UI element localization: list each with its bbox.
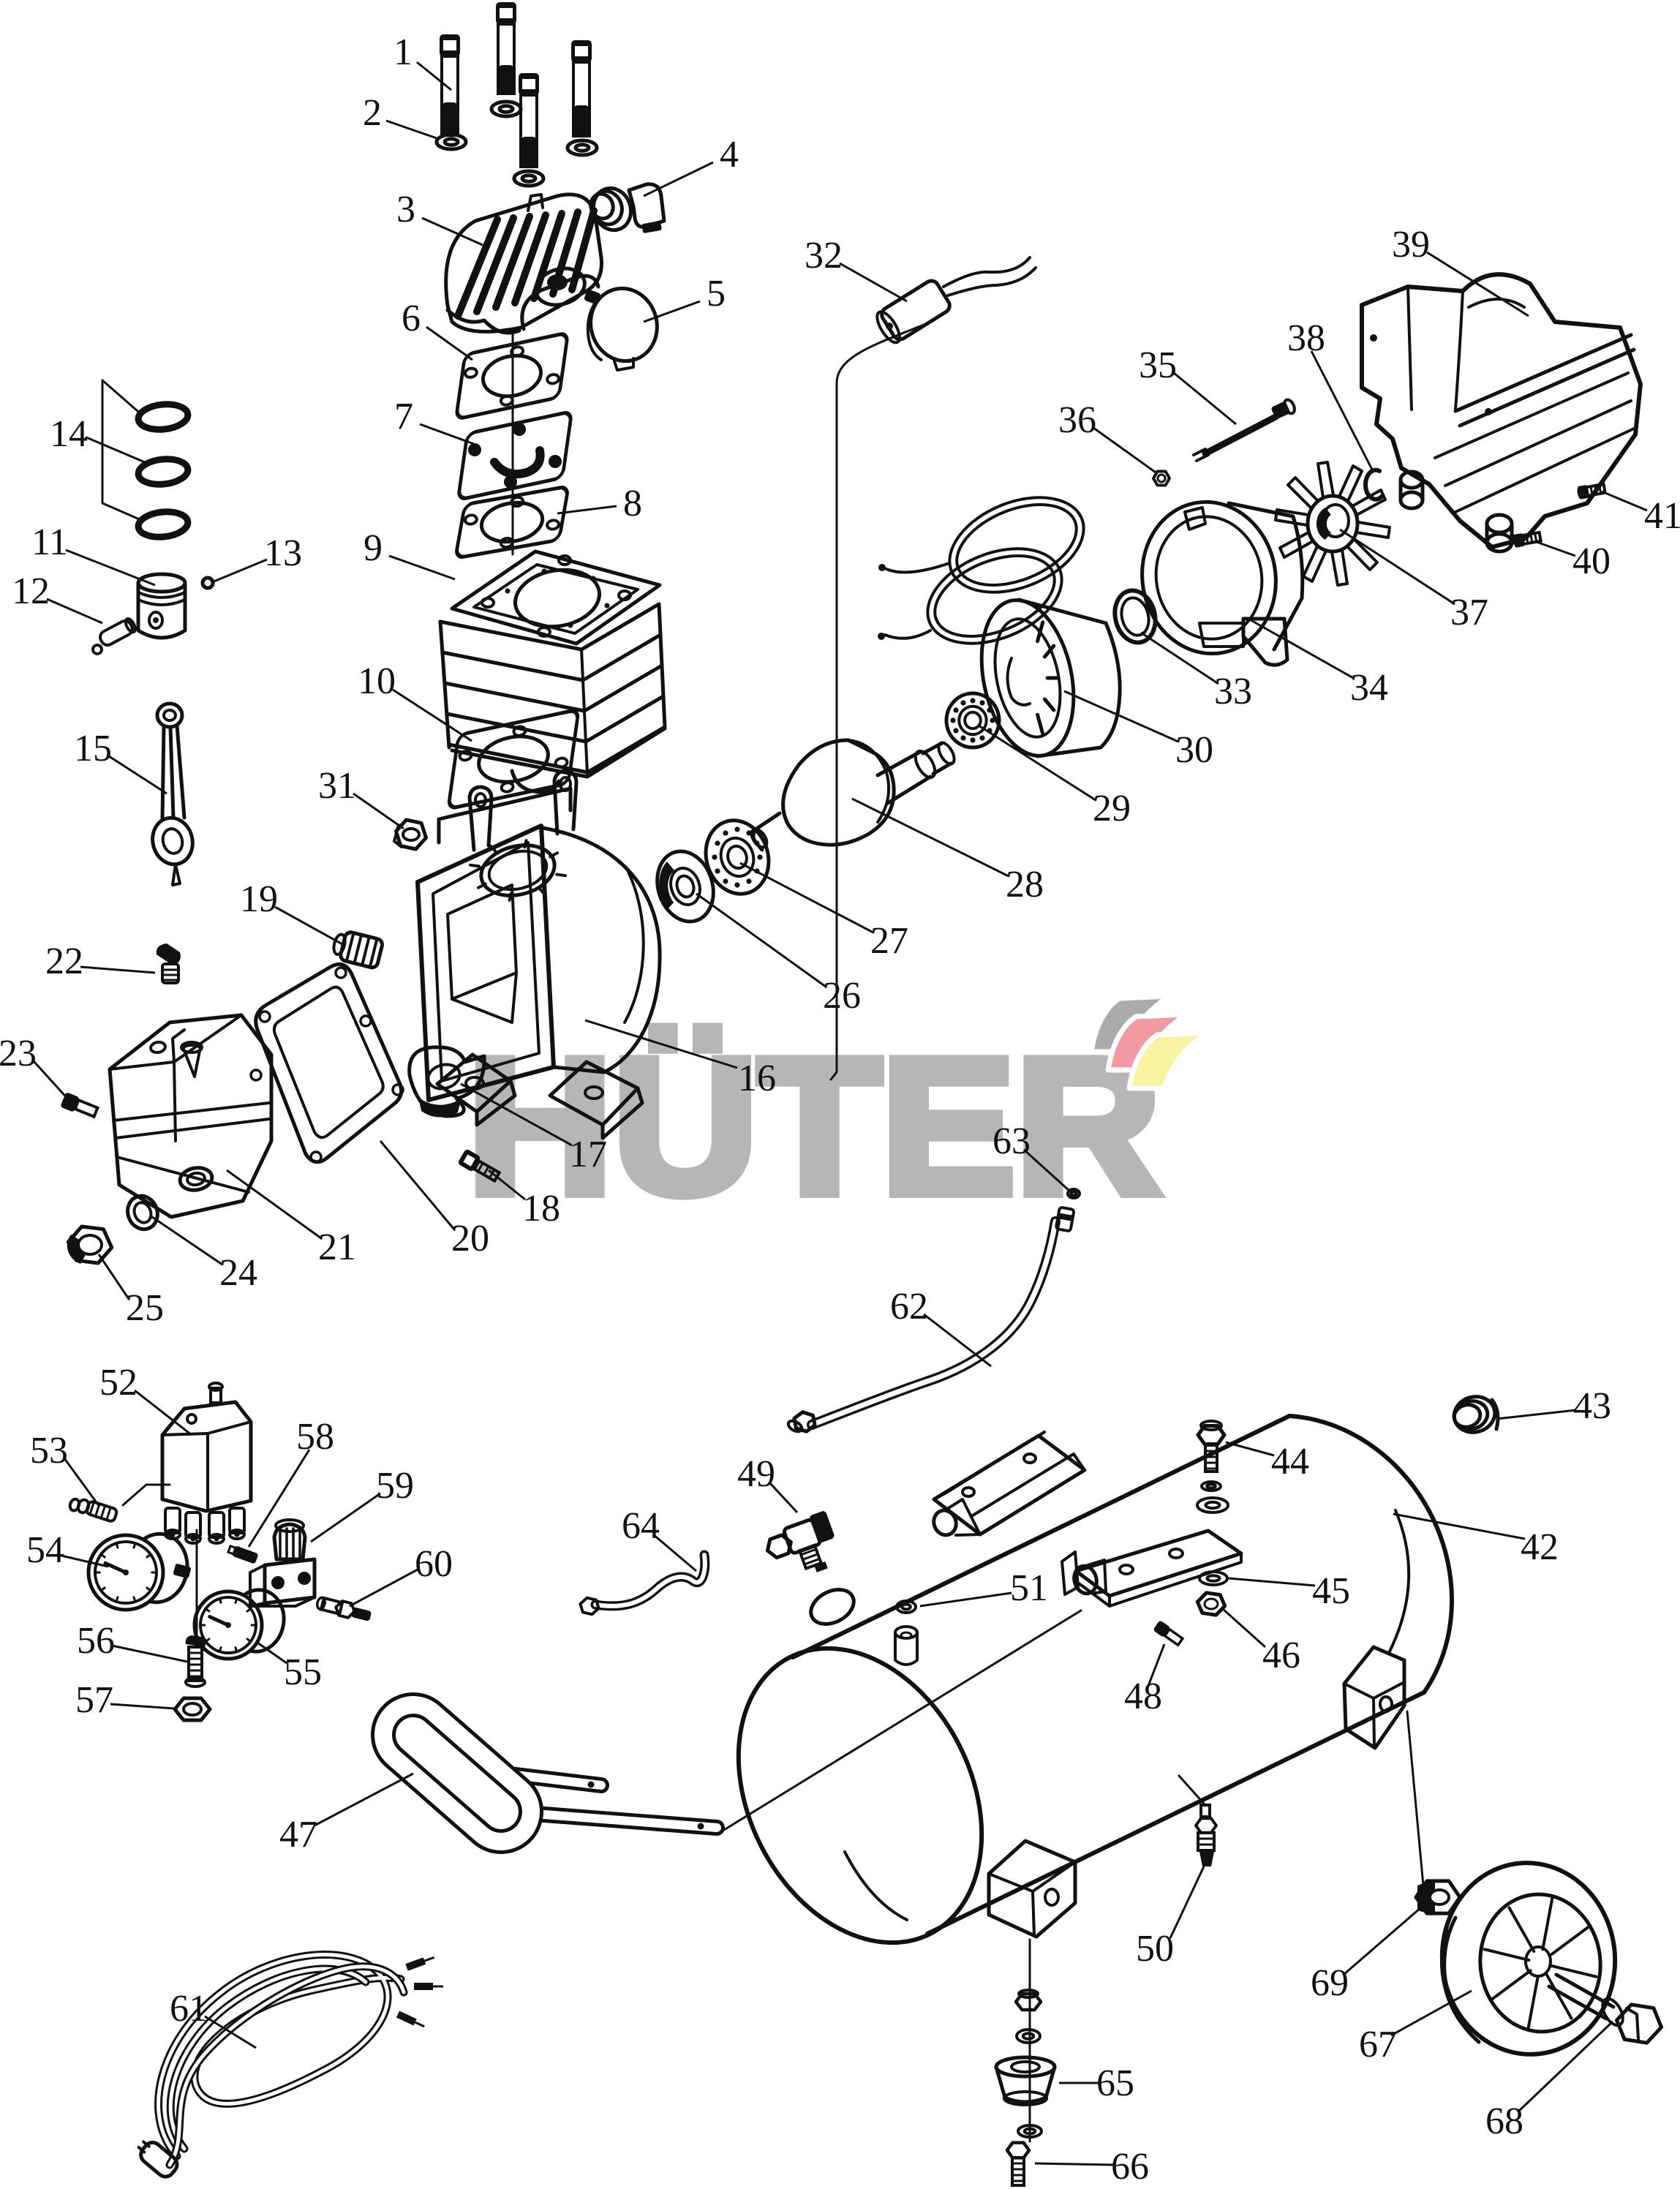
svg-text:37: 37 <box>1450 592 1488 633</box>
svg-text:13: 13 <box>264 532 302 574</box>
svg-text:40: 40 <box>1572 540 1611 582</box>
svg-text:38: 38 <box>1287 317 1325 359</box>
svg-text:20: 20 <box>451 1218 489 1259</box>
svg-text:41: 41 <box>1644 495 1680 537</box>
svg-text:64: 64 <box>622 1505 660 1547</box>
svg-text:6: 6 <box>402 298 421 339</box>
svg-text:52: 52 <box>99 1362 138 1404</box>
svg-text:1: 1 <box>393 31 413 73</box>
svg-text:26: 26 <box>823 975 861 1017</box>
svg-text:9: 9 <box>364 527 383 569</box>
svg-text:55: 55 <box>284 1651 322 1693</box>
svg-text:56: 56 <box>77 1620 115 1662</box>
svg-text:18: 18 <box>522 1188 560 1229</box>
svg-text:43: 43 <box>1573 1385 1611 1427</box>
svg-text:27: 27 <box>870 920 908 962</box>
svg-text:22: 22 <box>45 941 83 982</box>
svg-text:23: 23 <box>0 1033 37 1074</box>
svg-text:31: 31 <box>318 765 356 807</box>
svg-text:8: 8 <box>623 483 642 524</box>
svg-text:7: 7 <box>394 396 413 437</box>
svg-text:12: 12 <box>12 570 50 612</box>
svg-text:2: 2 <box>363 92 382 134</box>
svg-text:68: 68 <box>1485 2101 1523 2142</box>
svg-text:3: 3 <box>396 189 415 230</box>
svg-text:48: 48 <box>1124 1676 1162 1717</box>
svg-text:11: 11 <box>31 521 68 563</box>
svg-text:61: 61 <box>170 1988 208 2030</box>
svg-text:50: 50 <box>1136 1928 1174 1970</box>
svg-text:16: 16 <box>738 1058 776 1099</box>
svg-text:32: 32 <box>805 235 843 276</box>
svg-text:57: 57 <box>75 1679 113 1721</box>
svg-text:53: 53 <box>30 1430 68 1472</box>
svg-text:10: 10 <box>358 660 396 702</box>
svg-text:62: 62 <box>890 1286 928 1327</box>
svg-text:34: 34 <box>1350 667 1388 709</box>
svg-text:29: 29 <box>1093 788 1131 829</box>
svg-text:47: 47 <box>279 1814 317 1855</box>
svg-text:46: 46 <box>1262 1635 1300 1676</box>
svg-text:42: 42 <box>1521 1526 1559 1568</box>
svg-text:17: 17 <box>569 1134 607 1175</box>
svg-text:58: 58 <box>296 1416 334 1458</box>
svg-text:44: 44 <box>1271 1441 1309 1482</box>
svg-text:25: 25 <box>126 1287 164 1329</box>
svg-text:HÜTER: HÜTER <box>467 1018 1161 1234</box>
svg-text:24: 24 <box>219 1252 257 1294</box>
svg-text:60: 60 <box>415 1543 453 1585</box>
svg-text:30: 30 <box>1175 729 1213 771</box>
svg-text:54: 54 <box>26 1529 64 1571</box>
svg-text:66: 66 <box>1111 2146 1149 2188</box>
svg-text:65: 65 <box>1096 2062 1134 2104</box>
svg-text:63: 63 <box>992 1120 1031 1162</box>
svg-text:49: 49 <box>737 1453 775 1495</box>
svg-text:33: 33 <box>1214 671 1252 712</box>
svg-text:67: 67 <box>1359 2024 1397 2065</box>
svg-text:45: 45 <box>1312 1570 1350 1612</box>
svg-text:59: 59 <box>376 1465 414 1507</box>
svg-text:21: 21 <box>318 1227 356 1268</box>
svg-text:15: 15 <box>74 728 112 769</box>
svg-text:36: 36 <box>1058 399 1096 441</box>
svg-text:39: 39 <box>1392 224 1430 265</box>
svg-text:69: 69 <box>1311 1962 1349 2004</box>
svg-text:28: 28 <box>1006 864 1044 905</box>
svg-text:35: 35 <box>1139 344 1177 386</box>
svg-text:4: 4 <box>720 134 739 176</box>
svg-text:14: 14 <box>50 413 88 455</box>
svg-text:5: 5 <box>707 273 726 314</box>
svg-text:51: 51 <box>1010 1567 1048 1609</box>
svg-text:19: 19 <box>240 878 278 920</box>
